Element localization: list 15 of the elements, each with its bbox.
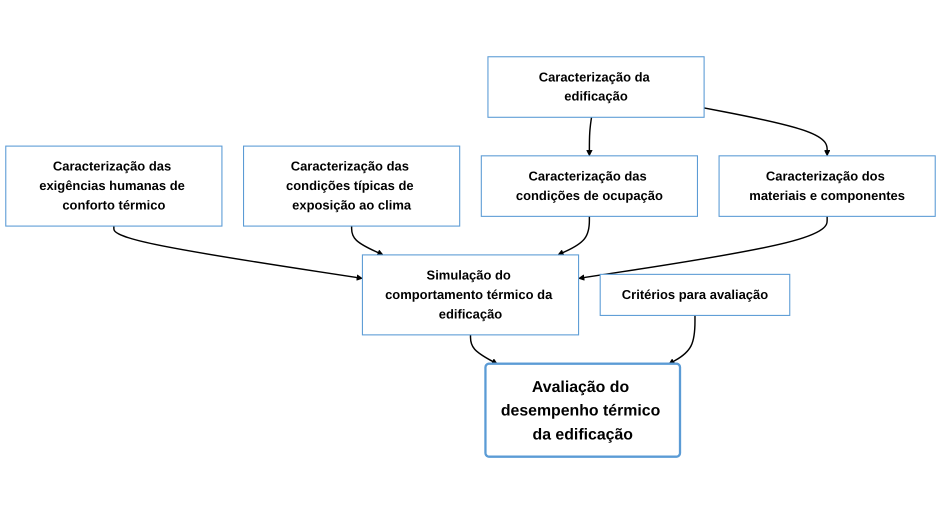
node-box: Caracterização dos materiais e componentes: [718, 156, 936, 218]
node-box: Simulação do comportamento térmico da edificação: [362, 254, 580, 336]
arrow: [586, 117, 593, 156]
node-box: Critérios para avaliação: [600, 274, 790, 316]
arrow: [578, 216, 828, 281]
arrow: [470, 335, 498, 365]
node-box: Caracterização da edificação: [487, 56, 705, 118]
arrow: [558, 216, 590, 256]
node-box: Caracterização das condições típicas de exposição ao clima: [243, 146, 460, 227]
node-box: Caracterização das exigências humanas de conforto térmico: [5, 146, 222, 227]
node-box: Caracterização das condições de ocupação: [480, 156, 698, 218]
arrow: [704, 108, 830, 156]
arrow: [668, 316, 696, 365]
arrow: [350, 226, 384, 256]
arrow: [113, 226, 363, 281]
